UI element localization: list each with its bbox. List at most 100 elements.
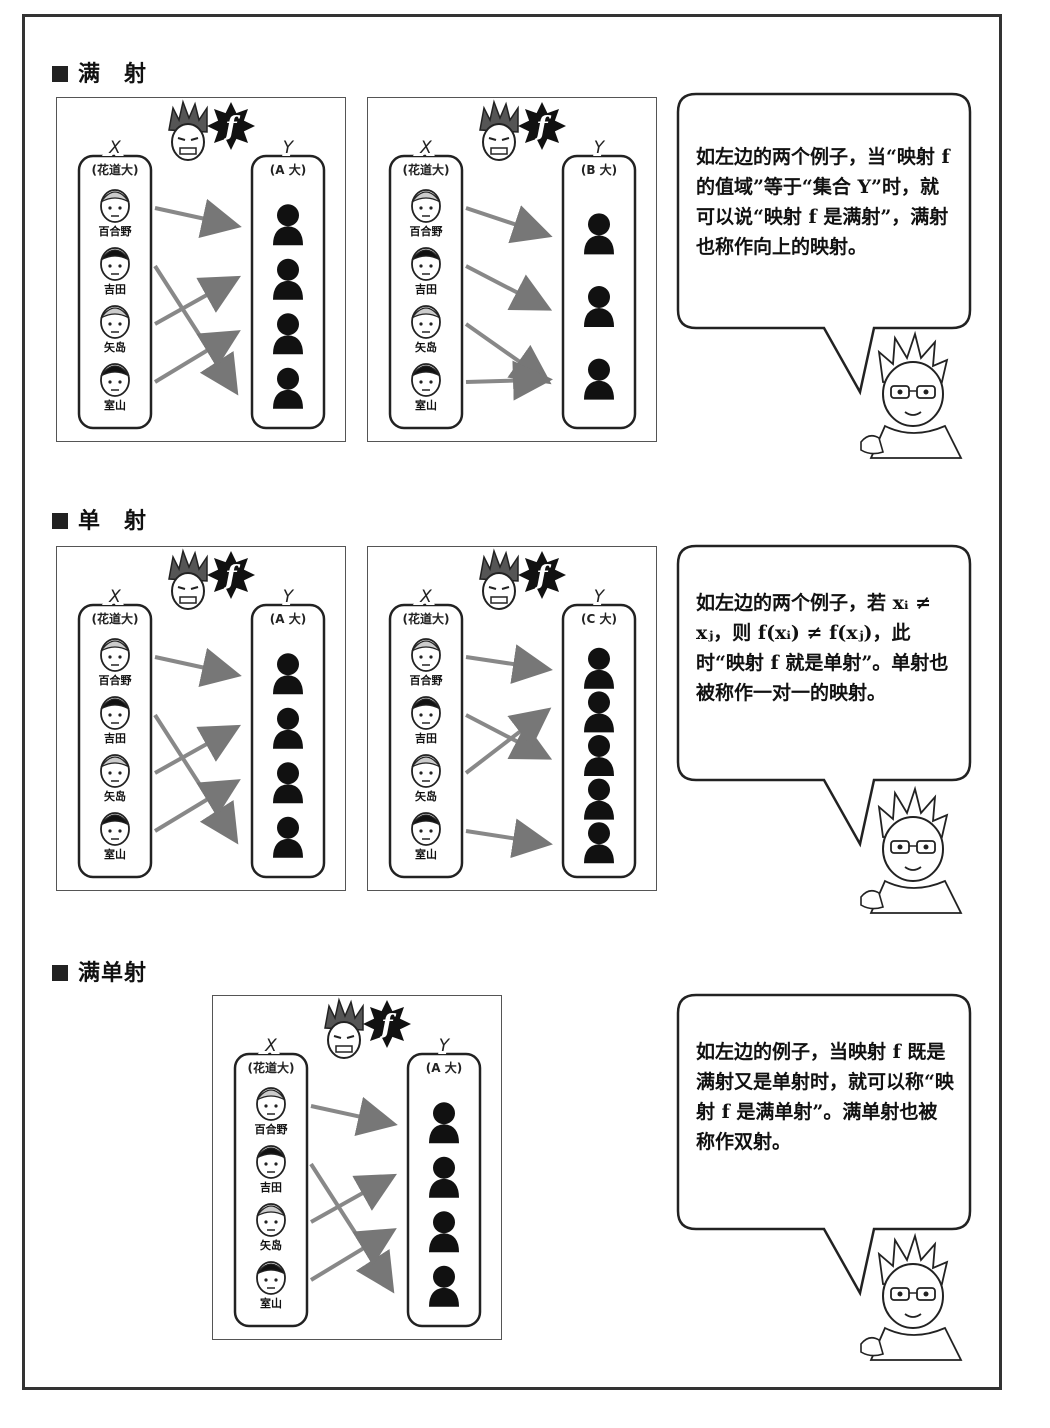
function-f-burst-icon: f: [518, 551, 566, 599]
silhouette-icon: [584, 647, 614, 689]
silhouette-icon: [273, 816, 303, 858]
function-f-label: f: [223, 112, 240, 142]
person-name: 矢岛: [415, 340, 437, 354]
set-y-label: Y: [594, 587, 606, 607]
function-f-burst-icon: f: [207, 551, 255, 599]
person-icon: [411, 189, 441, 223]
set-y-caption: (A 大): [270, 611, 306, 626]
silhouette-icon: [429, 1265, 459, 1307]
set-x-box: [233, 1052, 309, 1328]
person-name: 百合野: [255, 1122, 288, 1136]
silhouette-icon: [273, 707, 303, 749]
narrator-icon: [860, 330, 963, 459]
set-x-label: X: [108, 138, 121, 158]
person-icon: [411, 247, 441, 281]
section-heading-text: 满 射: [78, 62, 148, 87]
silhouette-icon: [273, 204, 303, 246]
set-x-label: X: [419, 138, 432, 158]
mapping-arrow: [310, 1173, 397, 1224]
speech-bubble: 如左边的两个例子，当“映射 f 的值域”等于“集合 Y”时，就可以说“映射 f …: [674, 92, 974, 402]
function-f-label: f: [223, 561, 240, 591]
section-heading-bijection: 满单射: [52, 955, 147, 987]
bubble-text: 如左边的两个例子，若 xᵢ ≠ xⱼ，则 f(xᵢ) ≠ f(xⱼ)，此时“映射…: [696, 592, 949, 704]
speech-bubble-shape: [676, 993, 972, 1297]
silhouette-icon: [584, 735, 614, 776]
bubble-text: 如左边的例子，当映射 f 既是满射又是单射时，就可以称“映射 f 是满单射”。满…: [696, 1041, 954, 1153]
person-icon: [411, 305, 441, 339]
square-bullet-icon: [52, 66, 68, 82]
page-frame: [22, 14, 1002, 1390]
speech-bubble: 如左边的两个例子，若 xᵢ ≠ xⱼ，则 f(xᵢ) ≠ f(xⱼ)，此时“映射…: [674, 544, 974, 854]
set-x-caption: (花道大): [92, 611, 139, 626]
set-y-caption: (B 大): [581, 162, 617, 177]
function-f-burst-icon: f: [207, 102, 255, 150]
person-icon: [100, 696, 130, 730]
mapping-arrow: [464, 707, 552, 775]
person-icon: [100, 638, 130, 672]
narrator-icon: [860, 785, 963, 914]
person-name: 吉田: [104, 731, 126, 745]
mapping-arrow: [153, 330, 241, 384]
speech-bubble-shape: [676, 92, 972, 396]
silhouette-icon: [584, 778, 614, 820]
function-f-label: f: [534, 112, 551, 142]
person-icon: [100, 305, 130, 339]
function-character-icon: [479, 548, 519, 610]
function-character-icon: [168, 548, 208, 610]
person-name: 百合野: [410, 673, 443, 687]
narrator-character: [855, 785, 970, 919]
mapping-arrow: [153, 779, 241, 833]
silhouette-icon: [584, 213, 614, 255]
silhouette-icon: [273, 313, 303, 355]
person-icon: [256, 1203, 286, 1237]
person-icon: [411, 812, 441, 846]
person-name: 矢岛: [260, 1238, 282, 1252]
square-bullet-icon: [52, 965, 68, 981]
function-character-icon: [479, 99, 519, 161]
silhouette-icon: [584, 286, 614, 327]
mapping-arrow: [154, 647, 242, 687]
person-name: 吉田: [415, 731, 437, 745]
person-name: 吉田: [104, 282, 126, 296]
mapping-arrow: [309, 1228, 397, 1282]
function-f-burst-icon: f: [363, 1000, 411, 1048]
set-y-label: Y: [283, 138, 295, 158]
person-name: 百合野: [99, 224, 132, 238]
set-x-box: [388, 603, 464, 879]
function-f-label: f: [534, 561, 551, 591]
silhouette-icon: [273, 762, 303, 804]
set-y-label: Y: [594, 138, 606, 158]
mapping-arrow: [154, 275, 241, 326]
mapping-arrow: [465, 205, 553, 244]
person-icon: [100, 189, 130, 223]
set-x-label: X: [108, 587, 121, 607]
square-bullet-icon: [52, 513, 68, 529]
set-x-box: [77, 154, 153, 430]
narrator-character: [855, 330, 970, 464]
set-x-caption: (花道大): [403, 611, 450, 626]
person-name: 矢岛: [104, 789, 126, 803]
mapping-arrow: [153, 713, 239, 845]
person-icon: [100, 247, 130, 281]
set-x-caption: (花道大): [92, 162, 139, 177]
mapping-arrow: [464, 322, 552, 385]
mapping-arrow: [153, 264, 239, 396]
silhouette-icon: [584, 822, 614, 864]
person-name: 吉田: [415, 282, 437, 296]
silhouette-icon: [273, 367, 303, 409]
section-heading-text: 满单射: [78, 961, 148, 986]
set-y-caption: (A 大): [270, 162, 306, 177]
person-name: 室山: [104, 398, 126, 412]
mapping-arrow: [154, 198, 242, 238]
silhouette-icon: [273, 258, 303, 300]
function-f-burst-icon: f: [518, 102, 566, 150]
person-icon: [256, 1145, 286, 1179]
person-icon: [256, 1087, 286, 1121]
function-character-icon: [168, 99, 208, 161]
